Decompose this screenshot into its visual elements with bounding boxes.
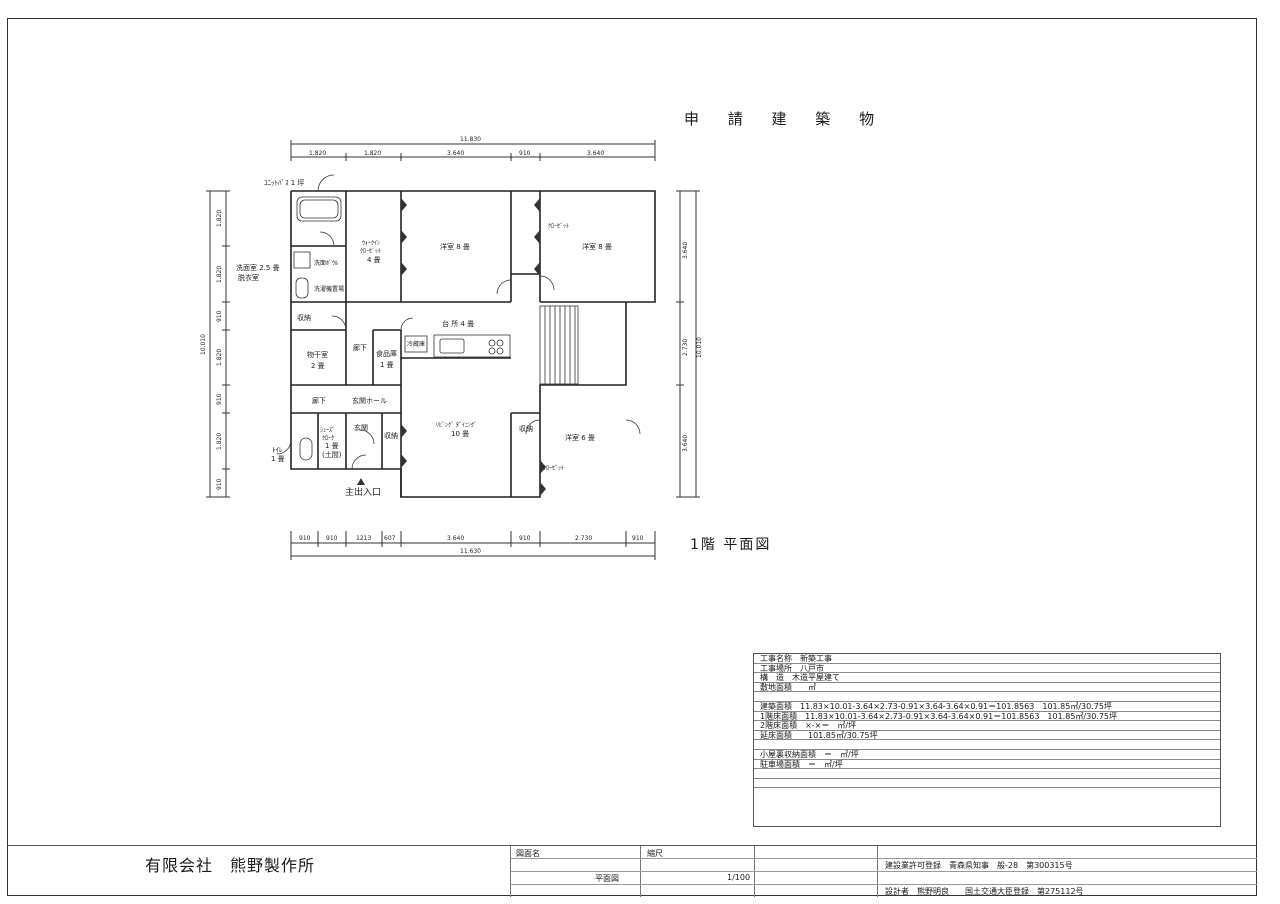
western-a-label: 洋室 8 畳 [440, 242, 470, 251]
drying-room-label: 物干室 [307, 350, 328, 359]
dim-bottom-seg-2: 1213 [356, 535, 371, 542]
washer-label: 洗濯機置場 [314, 285, 344, 293]
closet-b-label: ｸﾛｰｾﾞｯﾄ [548, 223, 569, 230]
closet-c-label: ｸﾛｰｾﾞｯﾄ [543, 465, 564, 472]
walk-in-size-label: 4 畳 [367, 256, 381, 264]
dim-bottom-overall: 11.630 [460, 548, 481, 555]
western-b-label: 洋室 8 畳 [582, 242, 612, 251]
dim-bottom-seg-0: 910 [299, 535, 311, 542]
dim-top-seg-1: 1.820 [364, 150, 381, 157]
info-row: 構 造 木造平屋建て [754, 673, 1220, 683]
info-row: 工事場所 八戸市 [754, 664, 1220, 674]
dim-left-seg-0: 1.820 [216, 210, 223, 227]
drawing-title: 申 請 建 築 物 [684, 110, 887, 128]
info-row [754, 769, 1220, 779]
main-entrance-label: 主出入口 [345, 486, 381, 498]
storage-c-label: 収納 [384, 431, 398, 440]
dim-left-seg-2: 910 [216, 310, 223, 322]
title-block: 有限会社 熊野製作所 図面名 縮尺 平面図 1/100 建設業許可登録 青森県知… [7, 845, 1257, 897]
dim-left-overall: 10.010 [200, 334, 207, 355]
info-row [754, 779, 1220, 789]
dim-left-seg-4: 910 [216, 393, 223, 405]
living-size-label: 10 畳 [451, 430, 469, 438]
dim-left-seg-6: 910 [216, 478, 223, 490]
info-row: 工事名称 新築工事 [754, 654, 1220, 664]
genkan-label: 玄関 [354, 423, 368, 432]
dim-bottom-seg-3: 607 [384, 535, 396, 542]
drawing-frame [7, 18, 1257, 896]
info-row: 2階床面積 ×-×＝ ㎡/坪 [754, 721, 1220, 731]
pantry-size-label: 1 畳 [380, 361, 394, 369]
license-text: 建設業許可登録 青森県知事 般-28 第300315号 [885, 861, 1073, 870]
living-label: ﾘﾋﾞﾝｸﾞ ﾀﾞｲﾆﾝｸﾞ [436, 422, 477, 429]
plan-label: 1階 平面図 [690, 537, 772, 553]
dim-left-seg-5: 1.820 [216, 433, 223, 450]
info-row: 延床面積 101.85㎡/30.75坪 [754, 731, 1220, 741]
dim-top-seg-4: 3.640 [587, 150, 604, 157]
info-row: 建築面積 11.83×10.01-3.64×2.73-0.91×3.64-3.6… [754, 702, 1220, 712]
dressing-label: 脱衣室 [238, 273, 259, 282]
shoes-size-label: 1 畳 [325, 442, 339, 450]
toilet-size-label: 1 畳 [271, 455, 285, 463]
shoes-closet-2-label: ｸﾛｰｸ [322, 435, 334, 442]
dim-bottom-seg-7: 910 [632, 535, 644, 542]
drawing-name-label: 図面名 [516, 849, 540, 858]
company-name: 有限会社 熊野製作所 [145, 856, 316, 875]
entrance-hall-label: 玄関ホール [352, 396, 387, 405]
designer-text: 設計者 熊野明良 国土交通大臣登録 第275112号 [885, 887, 1084, 896]
shoes-closet-label: ｼｭｰｽﾞ [320, 427, 335, 434]
corridor-a-label: 廊下 [353, 343, 367, 352]
dim-top-seg-0: 1.820 [309, 150, 326, 157]
info-row: 敷地面積 ㎡ [754, 683, 1220, 693]
fridge-label: 冷蔵庫 [407, 340, 425, 348]
dim-right-seg-2: 3.640 [682, 435, 689, 452]
dim-top-overall: 11.830 [460, 136, 481, 143]
info-row [754, 740, 1220, 750]
western-c-label: 洋室 6 畳 [565, 433, 595, 442]
toilet-label: ﾄｲﾚ [272, 446, 283, 454]
storage-b-label: 収納 [519, 424, 533, 433]
unit-bath-label: ﾕﾆｯﾄﾊﾞｽ 1 坪 [264, 179, 304, 187]
drying-size-label: 2 畳 [311, 362, 325, 370]
walk-in-closet-label: ｸﾛｰｾﾞｯﾄ [360, 248, 381, 255]
dim-top-seg-2: 3.640 [447, 150, 464, 157]
dim-left-seg-3: 1.820 [216, 349, 223, 366]
kitchen-label: 台 所 4 畳 [442, 319, 474, 328]
project-info-table: 工事名称 新築工事 工事場所 八戸市 構 造 木造平屋建て 敷地面積 ㎡ 建築面… [753, 653, 1221, 827]
dim-left-seg-1: 1.820 [216, 266, 223, 283]
info-row: 1階床面積 11.83×10.01-3.64×2.73-0.91×3.64-3.… [754, 712, 1220, 722]
drawing-name-value: 平面図 [595, 874, 619, 883]
dim-bottom-seg-6: 2.730 [575, 535, 592, 542]
info-row [754, 692, 1220, 702]
dim-right-seg-0: 3.640 [682, 242, 689, 259]
dim-bottom-seg-1: 910 [326, 535, 338, 542]
info-row: 小屋裏収納面積 ＝ ㎡/坪 [754, 750, 1220, 760]
storage-a-label: 収納 [297, 313, 311, 322]
scale-label: 縮尺 [647, 849, 663, 858]
washroom-label: 洗面室 2.5 畳 [236, 263, 280, 272]
dim-bottom-seg-5: 910 [519, 535, 531, 542]
wash-basin-label: 洗面ﾎﾞｳﾙ [314, 259, 338, 267]
shoes-floor-label: (土間) [322, 450, 342, 459]
scale-value: 1/100 [727, 873, 751, 882]
dim-top-seg-3: 910 [519, 150, 531, 157]
walk-in-label: ｳｫｰｸｲﾝ [362, 240, 380, 247]
dim-bottom-seg-4: 3.640 [447, 535, 464, 542]
dim-right-seg-1: 2.730 [682, 339, 689, 356]
pantry-label: 食品庫 [376, 349, 397, 358]
info-row: 駐車場面積 ＝ ㎡/坪 [754, 760, 1220, 770]
corridor-b-label: 廊下 [312, 396, 326, 405]
dim-right-overall: 10.010 [696, 337, 703, 358]
info-row [754, 788, 1220, 798]
